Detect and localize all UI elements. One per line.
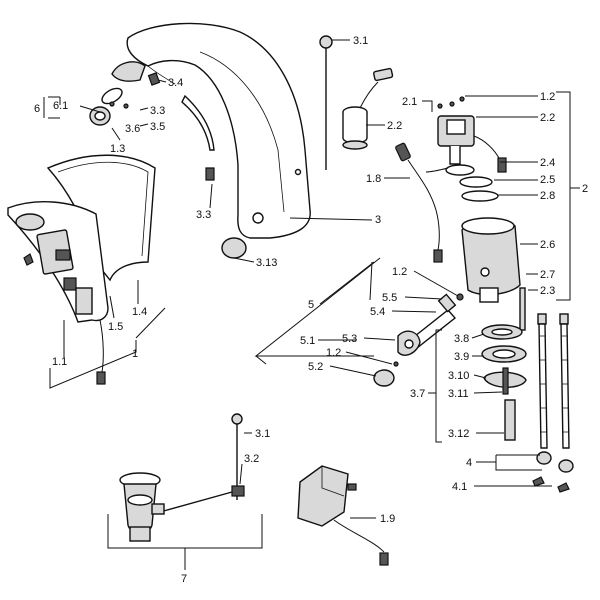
label-3-5: 3.5 (150, 121, 165, 133)
supply-hoses (532, 313, 574, 493)
valve-housing (461, 217, 521, 303)
leader-lines (43, 39, 580, 570)
label-2-5: 2.5 (540, 174, 555, 186)
label-1-2-low: 1.2 (326, 347, 341, 359)
label-3-13: 3.13 (256, 257, 277, 269)
label-3-8: 3.8 (454, 333, 469, 345)
label-3-10: 3.10 (448, 370, 469, 382)
label-1-1: 1.1 (52, 356, 67, 368)
popup-lever-group (373, 293, 464, 387)
label-5-1: 5.1 (300, 335, 315, 347)
label-6: 6 (34, 103, 40, 115)
label-4: 4 (466, 457, 472, 469)
label-2-6: 2.6 (540, 239, 555, 251)
label-3-4: 3.4 (168, 77, 183, 89)
label-1-2-top: 1.2 (540, 91, 555, 103)
label-1-9: 1.9 (380, 513, 395, 525)
power-adapter (297, 465, 389, 566)
inner-hose (181, 94, 215, 181)
label-5-3: 5.3 (342, 333, 357, 345)
sensor-unit (342, 67, 394, 150)
label-1-8: 1.8 (366, 173, 381, 185)
label-4-1: 4.1 (452, 481, 467, 493)
label-7: 7 (181, 573, 187, 585)
label-3-7: 3.7 (410, 388, 425, 400)
label-5: 5 (308, 299, 314, 311)
label-3-6: 3.6 (125, 123, 140, 135)
solenoid-valve (425, 96, 507, 176)
label-2-3: 2.3 (540, 285, 555, 297)
electronics-module (7, 201, 109, 385)
label-3-12: 3.12 (448, 428, 469, 440)
mounting-kit (481, 324, 527, 441)
label-3-3-upper: 3.3 (150, 105, 165, 117)
label-1: 1 (132, 348, 138, 360)
sensor-cable (395, 142, 443, 263)
valve-seals (459, 176, 499, 202)
part-labels: 3.1 3.4 6 6.1 3.3 3.5 3.6 1.3 3.3 3 3.13… (34, 35, 588, 585)
label-3-9: 3.9 (454, 351, 469, 363)
label-2-4: 2.4 (540, 157, 555, 169)
label-1-3: 1.3 (110, 143, 125, 155)
label-3: 3 (375, 214, 381, 226)
label-3-3-lower: 3.3 (196, 209, 211, 221)
label-5-5: 5.5 (382, 292, 397, 304)
aerator-group (89, 61, 161, 126)
fixing-rod (519, 287, 526, 331)
label-6-1: 6.1 (53, 100, 68, 112)
label-2-2-sensor: 2.2 (387, 120, 402, 132)
label-2-8: 2.8 (540, 190, 555, 202)
label-1-2-mid: 1.2 (392, 266, 407, 278)
cap (221, 237, 247, 259)
label-2-7: 2.7 (540, 269, 555, 281)
label-2: 2 (582, 183, 588, 195)
label-1-4: 1.4 (132, 306, 147, 318)
pop-up-drain (119, 413, 245, 542)
label-3-11: 3.11 (448, 388, 469, 400)
label-5-2: 5.2 (308, 361, 323, 373)
label-2-2-valve: 2.2 (540, 112, 555, 124)
label-5-4: 5.4 (370, 306, 385, 318)
pull-rod-top (319, 35, 333, 170)
faucet-body (126, 22, 311, 239)
label-3-2: 3.2 (244, 453, 259, 465)
label-3-1-top: 3.1 (353, 35, 368, 47)
label-2-1: 2.1 (402, 96, 417, 108)
label-1-5: 1.5 (108, 321, 123, 333)
label-3-1-bottom: 3.1 (255, 428, 270, 440)
